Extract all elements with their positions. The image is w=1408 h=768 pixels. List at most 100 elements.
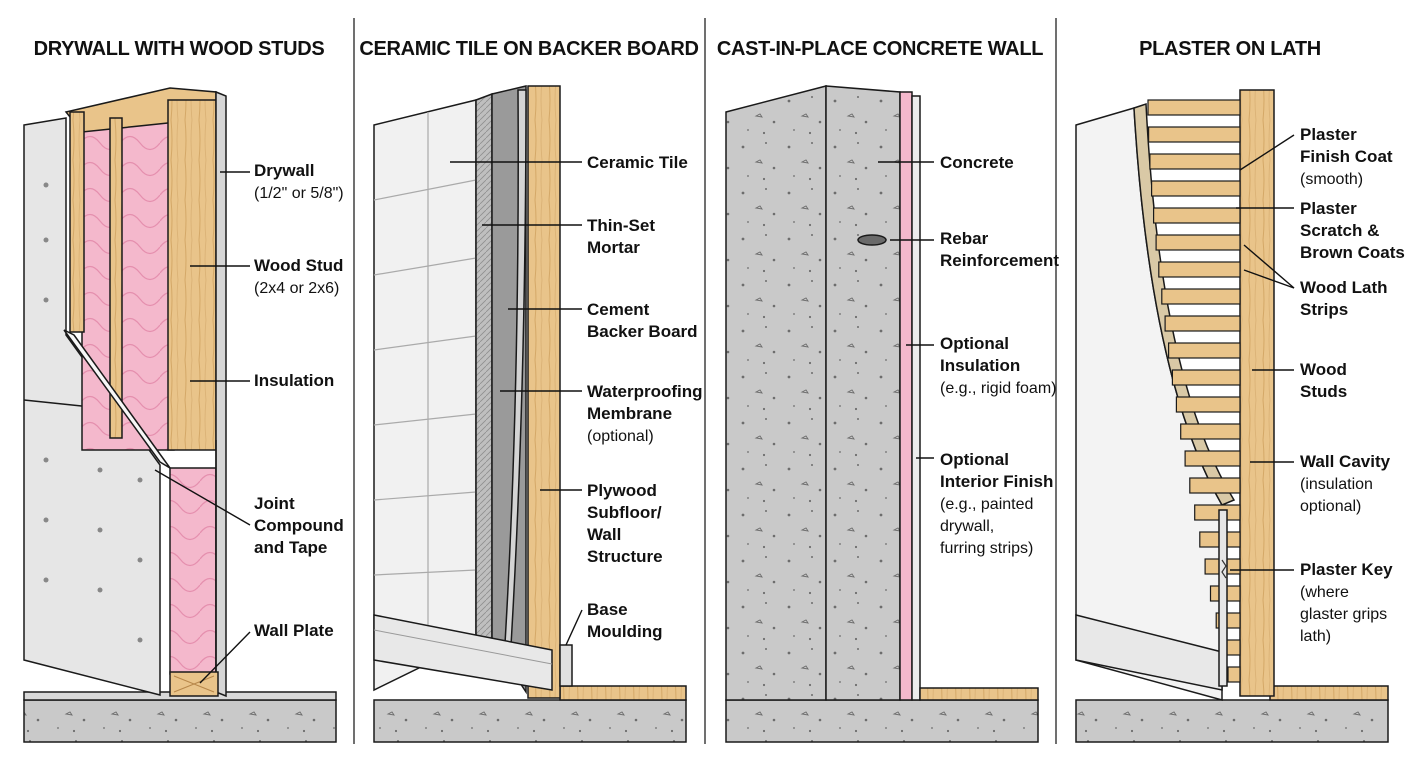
wall-plate: [169, 671, 219, 697]
wood-stud-left: [69, 111, 85, 333]
lath-strip: [1147, 99, 1241, 116]
label-membrane: Waterproofing: [587, 382, 703, 401]
slab: [1075, 699, 1389, 743]
label-scratch-coat-2: Scratch &: [1300, 221, 1379, 240]
drywall-section-illustration: [23, 87, 337, 743]
label-drywall: Drywall: [254, 161, 314, 180]
label-wood-stud-sub: (2x4 or 2x6): [254, 280, 339, 297]
insulation-batt: [81, 119, 175, 451]
label-wall-cavity: Wall Cavity: [1300, 452, 1391, 471]
ceramic-tile-field: [373, 99, 477, 692]
plaster-section-illustration: [1075, 89, 1389, 743]
label-joint-compound: Joint: [254, 494, 295, 513]
lath-strip: [1155, 234, 1241, 251]
base-moulding: [1075, 614, 1223, 691]
floor-finish: [919, 687, 1039, 701]
label-rebar-2: Reinforcement: [940, 251, 1059, 270]
label-interior-finish-sub-3: furring strips): [940, 540, 1033, 557]
tile-section-illustration: [373, 85, 687, 743]
callout-labels: Drywall (1/2" or 5/8") Wood Stud (2x4 or…: [254, 125, 1405, 645]
slab: [725, 699, 1039, 743]
label-joint-compound-2: Compound: [254, 516, 344, 535]
wood-lath-strips: [1147, 99, 1241, 683]
rebar-icon: [857, 234, 887, 246]
lath-strip: [1158, 261, 1241, 278]
label-backer-2: Backer Board: [587, 322, 698, 341]
concrete-wall-face: [725, 85, 827, 701]
base-moulding: [373, 614, 553, 691]
lath-strip: [1150, 180, 1241, 197]
panel-title-concrete: CAST-IN-PLACE CONCRETE WALL: [717, 38, 1043, 60]
plywood-wall-structure: [527, 85, 561, 699]
leader-lines: [154, 134, 1295, 684]
plaster-key-icon: [1221, 559, 1227, 579]
label-wall-plate: Wall Plate: [254, 621, 334, 640]
subfloor: [559, 685, 687, 701]
wood-stud: [1239, 89, 1275, 697]
label-ceramic-tile: Ceramic Tile: [587, 153, 688, 172]
label-plaster-key: Plaster Key: [1300, 560, 1393, 579]
wood-stud-middle: [109, 117, 123, 439]
label-wood-stud: Wood Stud: [254, 256, 343, 275]
label-plywood: Plywood: [587, 481, 657, 500]
label-interior-finish-2: Interior Finish: [940, 472, 1053, 491]
label-plaster-key-sub-2: glaster grips: [1300, 606, 1387, 623]
lath-strip: [1184, 450, 1241, 467]
lath-strip: [1149, 153, 1241, 170]
label-plywood-4: Structure: [587, 547, 663, 566]
lath-strip: [1147, 126, 1241, 143]
label-plaster-key-sub: (where: [1300, 584, 1349, 601]
label-rebar: Rebar: [940, 229, 989, 248]
label-opt-insulation: Optional: [940, 334, 1009, 353]
concrete-section-illustration: [725, 85, 1039, 743]
wood-stud-right: [167, 99, 217, 451]
label-thin-set-2: Mortar: [587, 238, 640, 257]
insulation-batt-lower: [169, 467, 217, 675]
label-insulation: Insulation: [254, 371, 334, 390]
label-scratch-coat-3: Brown Coats: [1300, 243, 1405, 262]
label-backer: Cement: [587, 300, 650, 319]
slab: [23, 699, 337, 743]
label-wall-cavity-sub-2: optional): [1300, 498, 1361, 515]
interior-finish: [911, 95, 921, 701]
label-thin-set: Thin-Set: [587, 216, 655, 235]
lath-strip: [1194, 504, 1241, 521]
lath-strip: [1152, 207, 1241, 224]
label-finish-coat-2: Finish Coat: [1300, 147, 1393, 166]
joint-tape: [63, 329, 171, 469]
panel-title-drywall: DRYWALL WITH WOOD STUDS: [34, 38, 325, 60]
panel-title-plaster: PLASTER ON LATH: [1139, 38, 1321, 60]
label-opt-insulation-sub: (e.g., rigid foam): [940, 380, 1056, 397]
label-drywall-sub: (1/2" or 5/8"): [254, 185, 344, 202]
drywall-edge: [215, 90, 227, 698]
label-wood-studs: Wood: [1300, 360, 1347, 379]
label-membrane-sub: (optional): [587, 428, 654, 445]
floor-finish: [1269, 685, 1389, 701]
rigid-foam-insulation: [899, 91, 913, 701]
label-lath-strips-2: Strips: [1300, 300, 1348, 319]
label-finish-coat: Plaster: [1300, 125, 1357, 144]
label-interior-finish-sub: (e.g., painted: [940, 496, 1033, 513]
label-wood-studs-2: Studs: [1300, 382, 1347, 401]
label-membrane-2: Membrane: [587, 404, 672, 423]
label-base-moulding: Base: [587, 600, 628, 619]
label-joint-compound-3: and Tape: [254, 538, 327, 557]
slab: [373, 699, 687, 743]
label-lath-strips: Wood Lath: [1300, 278, 1388, 297]
lath-strip: [1189, 477, 1241, 494]
lath-strip: [1167, 342, 1241, 359]
lath-strip: [1171, 369, 1241, 386]
thin-set-mortar: [475, 92, 493, 641]
label-interior-finish: Optional: [940, 450, 1009, 469]
label-plaster-key-sub-3: lath): [1300, 628, 1331, 645]
label-opt-insulation-2: Insulation: [940, 356, 1020, 375]
lath-strip: [1161, 288, 1241, 305]
label-plywood-2: Subfloor/: [587, 503, 662, 522]
label-scratch-coat: Plaster: [1300, 199, 1357, 218]
lath-strip: [1227, 666, 1241, 683]
lath-strip: [1175, 396, 1241, 413]
label-plywood-3: Wall: [587, 525, 621, 544]
label-concrete: Concrete: [940, 153, 1014, 172]
label-wall-cavity-sub: (insulation: [1300, 476, 1373, 493]
